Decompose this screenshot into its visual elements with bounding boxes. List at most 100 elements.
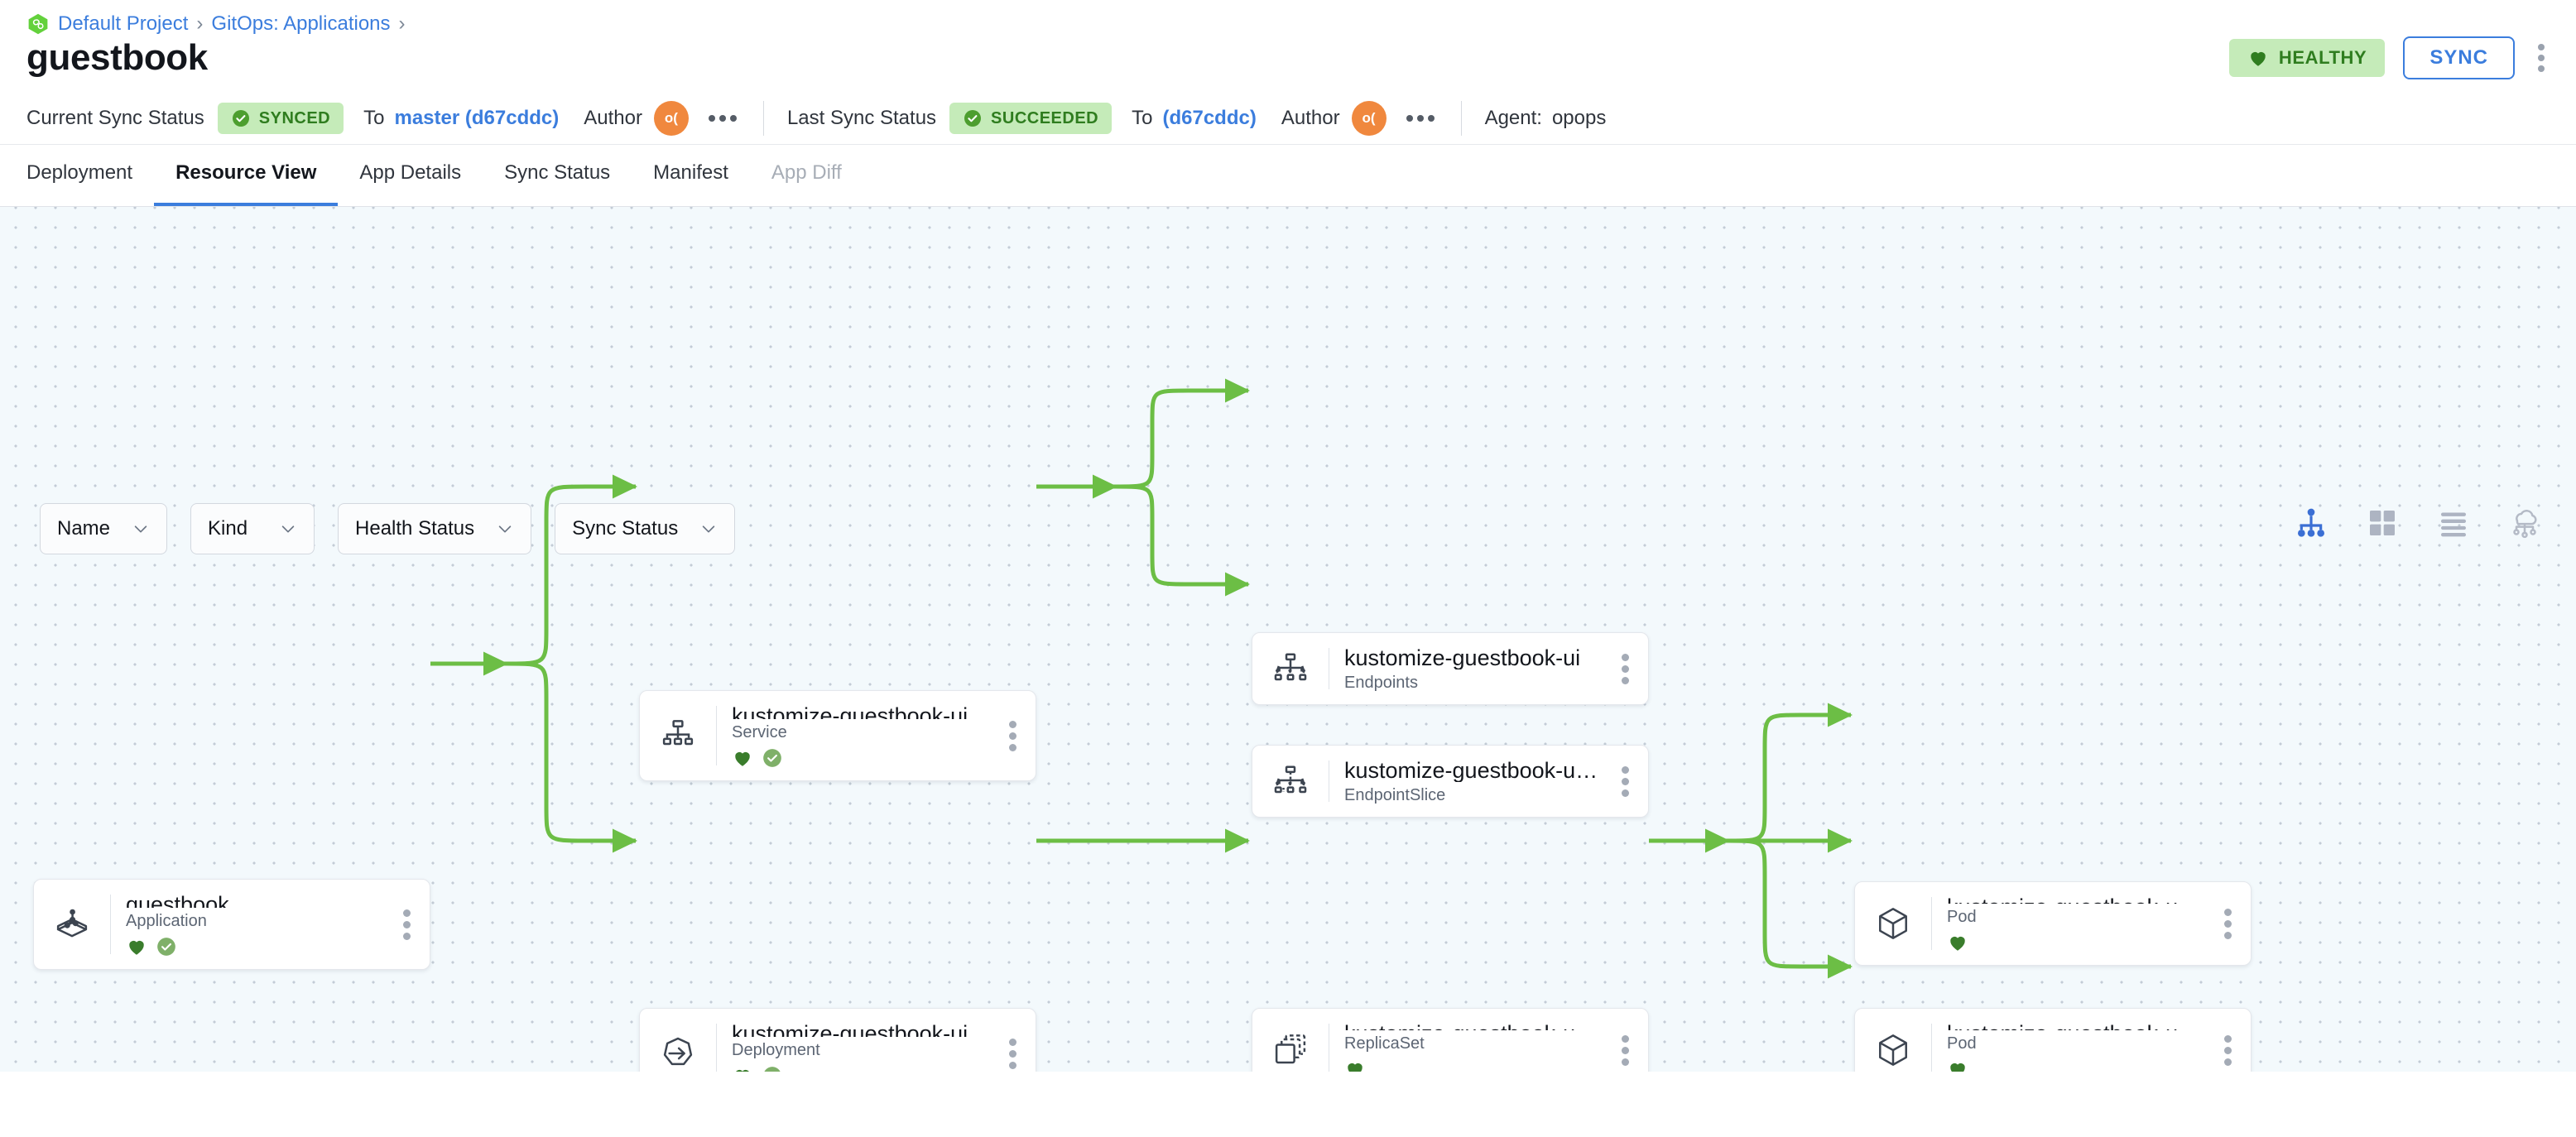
node-title: kustomize-guestbook-ui-... bbox=[1344, 758, 1602, 782]
node-menu-icon[interactable] bbox=[2204, 882, 2251, 965]
divider bbox=[1460, 101, 1462, 136]
current-sync-status-badge: SYNCED bbox=[217, 103, 344, 134]
chevron-down-icon bbox=[110, 520, 150, 538]
tab-app-details[interactable]: App Details bbox=[359, 161, 462, 184]
heart-icon bbox=[1947, 1058, 1968, 1072]
last-sync-status-badge: SUCCEEDED bbox=[949, 103, 1113, 134]
resource-graph-canvas[interactable]: Name Kind Health Status Sync Status bbox=[0, 207, 2576, 1072]
divider bbox=[716, 706, 717, 765]
sync-status-bar: Current Sync Status SYNCED To master (d6… bbox=[26, 101, 2550, 144]
node-menu-icon[interactable] bbox=[989, 691, 1036, 780]
header-actions: HEALTHY SYNC bbox=[2228, 36, 2550, 79]
node-title: guestbook bbox=[126, 892, 229, 908]
node-menu-icon[interactable] bbox=[989, 1009, 1036, 1072]
node-kind: Pod bbox=[1947, 908, 1977, 926]
last-sync-status-label: Last Sync Status bbox=[786, 107, 937, 129]
heart-icon bbox=[1344, 1058, 1366, 1072]
current-sync-status-text: SYNCED bbox=[258, 108, 331, 127]
filter-health-status[interactable]: Health Status bbox=[338, 503, 532, 554]
node-content: kustomize-guestbook-ui Deployment bbox=[717, 1009, 989, 1072]
divider bbox=[1931, 897, 1932, 950]
graph-node-pod[interactable]: kustomize-guestbook-ui-... Pod bbox=[1854, 1008, 2252, 1072]
last-sync-status-text: SUCCEEDED bbox=[991, 108, 1099, 127]
list-view-icon[interactable] bbox=[2437, 506, 2470, 540]
filter-sync-status-label: Sync Status bbox=[572, 517, 679, 540]
tab-bar: Deployment Resource View App Details Syn… bbox=[0, 144, 2576, 207]
filter-sync-status[interactable]: Sync Status bbox=[555, 503, 736, 554]
chevron-down-icon bbox=[257, 520, 297, 538]
agent-value: opops bbox=[1551, 107, 1607, 129]
current-author-more-icon[interactable] bbox=[705, 108, 740, 128]
sync-check-icon bbox=[156, 936, 177, 957]
grid-view-icon[interactable] bbox=[2366, 506, 2399, 540]
node-kind: Endpoints bbox=[1344, 674, 1418, 692]
avatar[interactable]: o( bbox=[653, 101, 689, 136]
last-to-label: To bbox=[1132, 107, 1153, 129]
sync-button[interactable]: SYNC bbox=[2403, 36, 2515, 79]
avatar[interactable]: o( bbox=[1351, 101, 1387, 136]
node-badges bbox=[1947, 1058, 2204, 1072]
endpointslice-icon bbox=[1252, 746, 1329, 817]
service-icon bbox=[640, 691, 716, 780]
current-revision-link[interactable]: master (d67cddc) bbox=[394, 107, 560, 129]
node-kind: Deployment bbox=[732, 1041, 820, 1059]
heart-icon bbox=[1947, 932, 1968, 953]
tab-sync-status[interactable]: Sync Status bbox=[504, 161, 611, 184]
node-kind: Pod bbox=[1947, 1034, 1977, 1053]
breadcrumb-separator: › bbox=[196, 12, 204, 35]
node-title: kustomize-guestbook-ui-... bbox=[1947, 894, 2204, 904]
graph-node-pod[interactable]: kustomize-guestbook-ui-... Pod bbox=[1854, 881, 2252, 966]
node-content: guestbook Application bbox=[111, 880, 383, 969]
tree-view-icon[interactable] bbox=[2295, 506, 2328, 540]
tab-app-diff: App Diff bbox=[771, 161, 842, 184]
check-circle-icon bbox=[963, 108, 983, 128]
last-revision-link[interactable]: (d67cddc) bbox=[1162, 107, 1257, 129]
filter-name-label: Name bbox=[57, 517, 111, 540]
divider bbox=[110, 895, 111, 954]
endpoints-icon bbox=[1252, 633, 1329, 704]
breadcrumb-item-applications[interactable]: GitOps: Applications bbox=[211, 12, 391, 35]
filter-name[interactable]: Name bbox=[40, 503, 168, 554]
argo-logo-icon bbox=[26, 12, 50, 36]
kebab-menu-icon[interactable] bbox=[2533, 39, 2550, 77]
node-badges bbox=[732, 747, 989, 769]
node-menu-icon[interactable] bbox=[2204, 1009, 2251, 1072]
tab-resource-view[interactable]: Resource View bbox=[154, 143, 339, 206]
node-kind: Application bbox=[126, 912, 207, 930]
status-badge-health: HEALTHY bbox=[2228, 39, 2386, 77]
heart-icon bbox=[2247, 47, 2269, 69]
graph-node-deployment[interactable]: kustomize-guestbook-ui Deployment bbox=[639, 1008, 1036, 1072]
node-title: kustomize-guestbook-ui-... bbox=[1947, 1020, 2204, 1030]
node-menu-icon[interactable] bbox=[1602, 633, 1648, 704]
node-content: kustomize-guestbook-ui-... Pod bbox=[1932, 882, 2204, 965]
node-menu-icon[interactable] bbox=[1602, 746, 1648, 817]
current-author-label: Author bbox=[584, 107, 642, 129]
pod-icon bbox=[1855, 882, 1931, 965]
graph-node-application[interactable]: guestbook Application bbox=[33, 879, 430, 970]
node-badges bbox=[1344, 1058, 1602, 1072]
node-title: kustomize-guestbook-ui-... bbox=[1344, 1020, 1602, 1030]
filter-bar: Name Kind Health Status Sync Status bbox=[40, 503, 736, 554]
divider bbox=[762, 101, 764, 136]
tab-deployment[interactable]: Deployment bbox=[26, 161, 133, 184]
graph-node-replicaset[interactable]: kustomize-guestbook-ui-... ReplicaSet bbox=[1252, 1008, 1649, 1072]
last-author-more-icon[interactable] bbox=[1403, 108, 1438, 128]
divider bbox=[716, 1024, 717, 1072]
node-content: kustomize-guestbook-ui-... Pod bbox=[1932, 1009, 2204, 1072]
tab-manifest[interactable]: Manifest bbox=[653, 161, 728, 184]
divider bbox=[1931, 1024, 1932, 1072]
node-menu-icon[interactable] bbox=[383, 880, 430, 969]
heart-icon bbox=[732, 1065, 753, 1072]
view-mode-switcher bbox=[2295, 506, 2541, 540]
node-menu-icon[interactable] bbox=[1602, 1009, 1648, 1072]
health-badge-label: HEALTHY bbox=[2278, 47, 2367, 68]
network-view-icon[interactable] bbox=[2508, 506, 2541, 540]
breadcrumb-item-project[interactable]: Default Project bbox=[58, 12, 189, 35]
node-title: kustomize-guestbook-ui bbox=[732, 703, 968, 719]
filter-kind[interactable]: Kind bbox=[190, 503, 315, 554]
node-content: kustomize-guestbook-ui Service bbox=[717, 691, 989, 780]
graph-node-endpointslice[interactable]: kustomize-guestbook-ui-... EndpointSlice bbox=[1252, 745, 1649, 818]
filter-health-status-label: Health Status bbox=[355, 517, 475, 540]
graph-node-endpoints[interactable]: kustomize-guestbook-ui Endpoints bbox=[1252, 632, 1649, 705]
graph-node-service[interactable]: kustomize-guestbook-ui Service bbox=[639, 690, 1036, 781]
